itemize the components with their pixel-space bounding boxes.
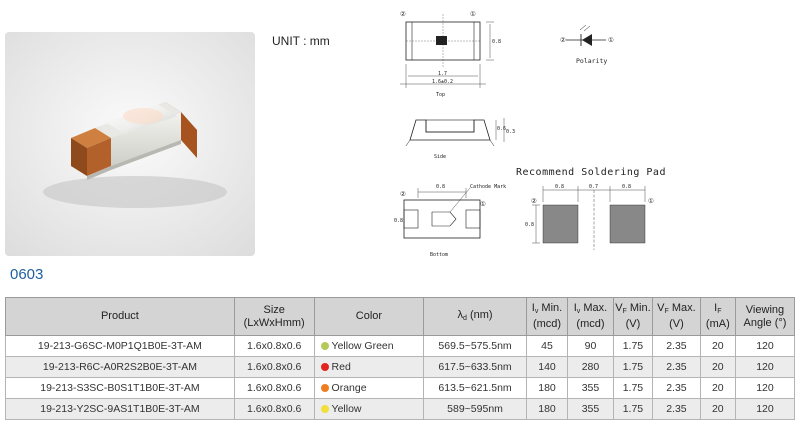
- cell-product: 19-213-S3SC-B0S1T1B0E-3T-AM: [5, 377, 235, 399]
- cell-iv-min: 180: [525, 398, 569, 420]
- cell-vf-min: 1.75: [612, 398, 654, 420]
- dim-side-height: 0.6: [497, 126, 506, 132]
- cell-angle: 120: [734, 335, 796, 357]
- cell-product: 19-213-G6SC-M0P1Q1B0E-3T-AM: [5, 335, 235, 357]
- cell-vf-max: 2.35: [652, 356, 701, 378]
- table-row: 19-213-Y2SC-9AS1T1B0E-3T-AM 1.6x0.8x0.6 …: [5, 398, 796, 420]
- cell-if: 20: [699, 377, 736, 399]
- cell-if: 20: [699, 335, 736, 357]
- cell-iv-max: 355: [567, 377, 614, 399]
- dim-top-body: 1.6±0.2: [432, 79, 453, 85]
- cell-iv-max: 90: [567, 335, 614, 357]
- header-wavelength: λd (nm): [423, 297, 527, 336]
- pad-width-1: 0.8: [555, 184, 564, 190]
- cell-color: Yellow Green: [313, 335, 425, 357]
- header-if: IF(mA): [699, 297, 736, 336]
- cell-product: 19-213-R6C-A0R2S2B0E-3T-AM: [5, 356, 235, 378]
- cell-vf-min: 1.75: [612, 356, 654, 378]
- cell-vf-max: 2.35: [652, 398, 701, 420]
- header-product: Product: [5, 297, 235, 336]
- header-iv-max: Iv Max.(mcd): [567, 297, 614, 336]
- polarity-symbol: ② ① Polarity: [560, 24, 614, 65]
- cell-color: Orange: [313, 377, 425, 399]
- color-dot: [320, 384, 329, 392]
- dim-side-total: 0.3: [506, 129, 515, 135]
- dim-top-width: 0.8: [492, 39, 501, 45]
- color-dot: [320, 363, 329, 371]
- cell-color: Red: [313, 356, 425, 378]
- cell-size: 1.6x0.8x0.6: [233, 377, 315, 399]
- cell-vf-min: 1.75: [612, 335, 654, 357]
- side-view-drawing: 0.6 0.3 Side: [405, 118, 515, 160]
- soldering-title: Recommend Soldering Pad: [516, 167, 666, 178]
- table-row: 19-213-G6SC-M0P1Q1B0E-3T-AM 1.6x0.8x0.6 …: [5, 335, 796, 357]
- cell-iv-min: 180: [525, 377, 569, 399]
- bottom-pin-b: ①: [480, 200, 486, 208]
- cell-if: 20: [699, 398, 736, 420]
- header-color: Color: [313, 297, 425, 336]
- header-iv-min: Iv Min.(mcd): [525, 297, 569, 336]
- package-label: 0603: [10, 266, 44, 283]
- polarity-pin-a: ②: [560, 36, 566, 44]
- pad-gap: 0.7: [589, 184, 598, 190]
- product-photo: [5, 32, 255, 256]
- dim-top-length: 1.7: [438, 71, 447, 77]
- cell-iv-min: 45: [525, 335, 569, 357]
- dim-bottom-width: 0.8: [436, 184, 445, 190]
- cell-wavelength: 569.5~575.5nm: [423, 335, 527, 357]
- header-size: Size(LxWxHmm): [233, 297, 315, 336]
- color-dot: [320, 405, 329, 413]
- cell-vf-max: 2.35: [652, 335, 701, 357]
- top-view-drawing: 1.7 1.6±0.2 0.8 ② ① Top: [400, 10, 501, 98]
- cathode-mark-label: Cathode Mark: [470, 184, 506, 190]
- pin-label-top-a: ②: [400, 10, 406, 18]
- table-row: 19-213-R6C-A0R2S2B0E-3T-AM 1.6x0.8x0.6 R…: [5, 356, 796, 378]
- polarity-label: Polarity: [576, 57, 607, 65]
- cell-color: Yellow: [313, 398, 425, 420]
- cell-vf-max: 2.35: [652, 377, 701, 399]
- header-vf-max: VF Max.(V): [652, 297, 701, 336]
- cell-iv-max: 355: [567, 398, 614, 420]
- bottom-view-drawing: 0.8 Cathode Mark 0.8 ② ① Bottom: [394, 184, 506, 258]
- bottom-pin-a: ②: [400, 190, 406, 198]
- pad-width-2: 0.8: [622, 184, 631, 190]
- cell-iv-max: 280: [567, 356, 614, 378]
- color-dot: [320, 342, 329, 350]
- cell-angle: 120: [734, 356, 796, 378]
- technical-drawings: 1.7 1.6±0.2 0.8 ② ① Top ② ① Polarity 0.6…: [394, 10, 666, 258]
- top-view-label: Top: [436, 92, 445, 98]
- pad-height: 0.8: [525, 222, 534, 228]
- soldering-pad-drawing: Recommend Soldering Pad 0.8 0.7 0.8 0.8 …: [516, 167, 666, 250]
- cell-size: 1.6x0.8x0.6: [233, 335, 315, 357]
- cell-iv-min: 140: [525, 356, 569, 378]
- pad-pin-b: ①: [648, 197, 654, 205]
- cell-vf-min: 1.75: [612, 377, 654, 399]
- cell-angle: 120: [734, 398, 796, 420]
- cell-wavelength: 589~595nm: [423, 398, 527, 420]
- header-vf-min: VF Min.(V): [612, 297, 654, 336]
- pin-label-top-b: ①: [470, 10, 476, 18]
- dim-bottom-height: 0.8: [394, 218, 403, 224]
- cell-wavelength: 613.5~621.5nm: [423, 377, 527, 399]
- polarity-pin-b: ①: [608, 36, 614, 44]
- cell-size: 1.6x0.8x0.6: [233, 398, 315, 420]
- table-row: 19-213-S3SC-B0S1T1B0E-3T-AM 1.6x0.8x0.6 …: [5, 377, 796, 399]
- cell-product: 19-213-Y2SC-9AS1T1B0E-3T-AM: [5, 398, 235, 420]
- product-table: Product Size(LxWxHmm) Color λd (nm) Iv M…: [5, 297, 796, 420]
- bottom-view-label: Bottom: [430, 252, 448, 258]
- cell-if: 20: [699, 356, 736, 378]
- cell-wavelength: 617.5~633.5nm: [423, 356, 527, 378]
- pad-pin-a: ②: [531, 197, 537, 205]
- table-header-row: Product Size(LxWxHmm) Color λd (nm) Iv M…: [5, 297, 796, 336]
- side-view-label: Side: [434, 154, 446, 160]
- unit-label: UNIT : mm: [272, 34, 330, 48]
- cell-size: 1.6x0.8x0.6: [233, 356, 315, 378]
- cell-angle: 120: [734, 377, 796, 399]
